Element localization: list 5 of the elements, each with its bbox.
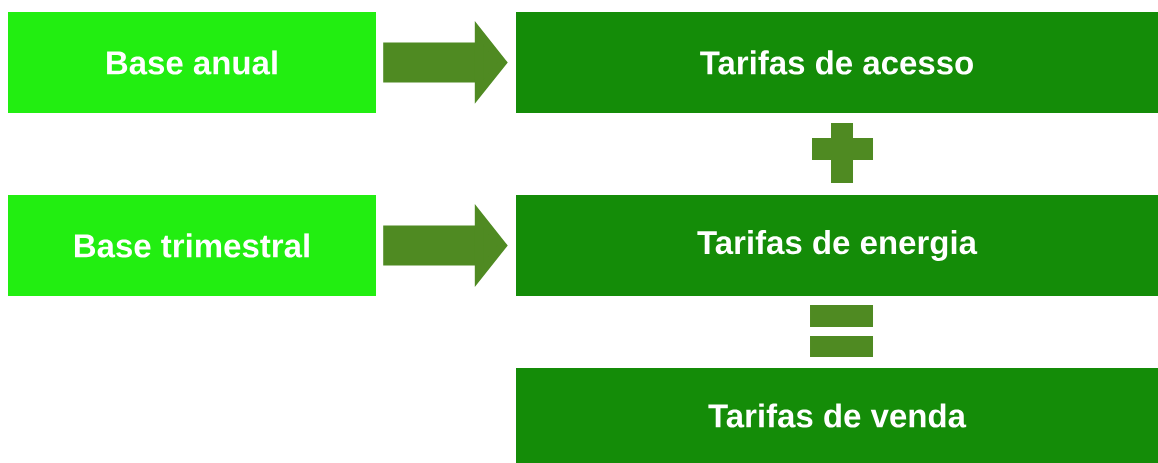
process-box: Tarifas de acesso <box>516 12 1158 113</box>
process-box: Tarifas de energia <box>516 195 1158 296</box>
process-box: Tarifas de venda <box>516 368 1158 463</box>
process-box: Base trimestral <box>8 195 376 296</box>
process-box: Base anual <box>8 12 376 113</box>
